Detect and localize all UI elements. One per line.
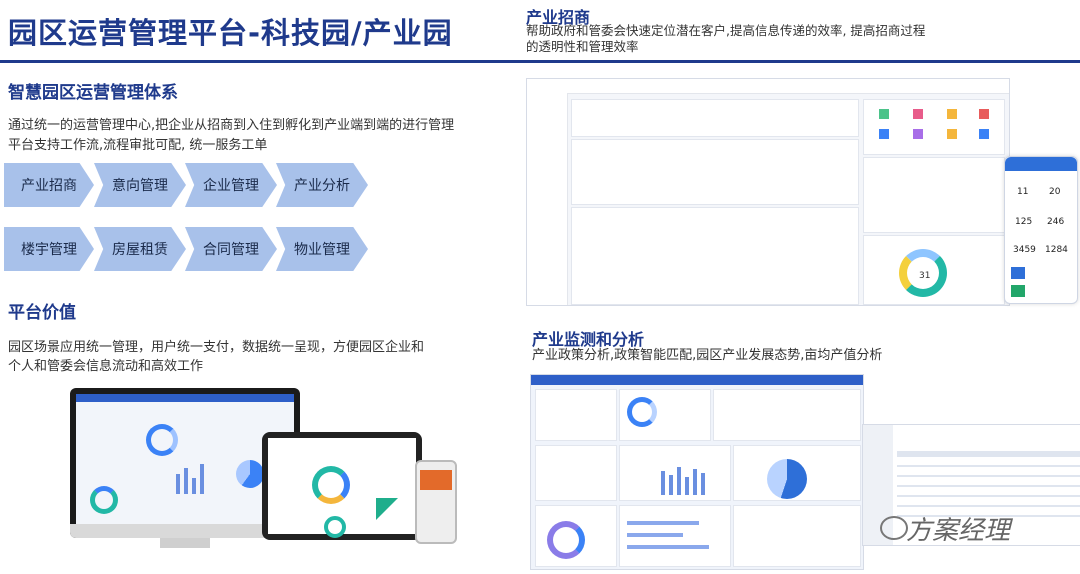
flow-step-recruit: 产业招商 xyxy=(4,163,94,207)
recruit-screenshot: 31 xyxy=(526,78,1010,306)
flow-step-building: 楼宇管理 xyxy=(4,227,94,271)
flow-step-intent: 意向管理 xyxy=(94,163,186,207)
phone-stat-5: 3459 xyxy=(1013,245,1036,255)
recruit-donut-value: 31 xyxy=(919,271,931,281)
phone-stat-1: 11 xyxy=(1017,187,1029,197)
page-title: 园区运营管理平台-科技园/产业园 xyxy=(8,16,453,50)
value-desc-line1: 园区场景应用统一管理，用户统一支付，数据统一呈现，方便园区企业和 xyxy=(8,340,425,355)
tablet-mockup xyxy=(262,432,422,540)
flow-step-enterprise: 企业管理 xyxy=(185,163,277,207)
watermark-text: 方案经理 xyxy=(906,516,1011,546)
monitor-desc: 产业政策分析,政策智能匹配,园区产业发展态势,亩均产值分析 xyxy=(532,348,883,363)
recruit-desc-line2: 的透明性和管理效率 xyxy=(526,39,639,54)
section-title-recruit: 产业招商 xyxy=(526,8,591,27)
monitor-table-screenshot xyxy=(862,424,1080,546)
phone-stat-2: 20 xyxy=(1049,187,1061,197)
phone-stat-4: 246 xyxy=(1047,217,1065,227)
monitor-mockup xyxy=(70,388,300,538)
title-divider xyxy=(0,60,1080,63)
phone-stat-3: 125 xyxy=(1015,217,1033,227)
section-title-system: 智慧园区运营管理体系 xyxy=(8,83,178,103)
value-desc-line2: 个人和管委会信息流动和高效工作 xyxy=(8,359,204,374)
section-title-monitor: 产业监测和分析 xyxy=(532,330,645,349)
flow-step-contract: 合同管理 xyxy=(185,227,277,271)
recruit-desc-line1: 帮助政府和管委会快速定位潜在客户,提高信息传递的效率, 提高招商过程 xyxy=(526,23,926,38)
flow-step-property: 物业管理 xyxy=(276,227,368,271)
monitor-stand xyxy=(160,538,210,548)
flow-step-rental: 房屋租赁 xyxy=(94,227,186,271)
monitor-screenshot xyxy=(530,374,864,570)
wechat-icon xyxy=(880,516,908,540)
flow-step-industry-analysis: 产业分析 xyxy=(276,163,368,207)
system-desc-line1: 通过统一的运营管理中心,把企业从招商到入住到孵化到产业端到端的进行管理 xyxy=(8,118,455,133)
system-desc-line2: 平台支持工作流,流程审批可配, 统一服务工单 xyxy=(8,138,268,153)
recruit-phone-mockup: 11 20 125 246 3459 1284 xyxy=(1004,156,1078,304)
phone-stat-6: 1284 xyxy=(1045,245,1068,255)
phone-mockup xyxy=(415,460,457,544)
section-title-value: 平台价值 xyxy=(8,303,76,323)
